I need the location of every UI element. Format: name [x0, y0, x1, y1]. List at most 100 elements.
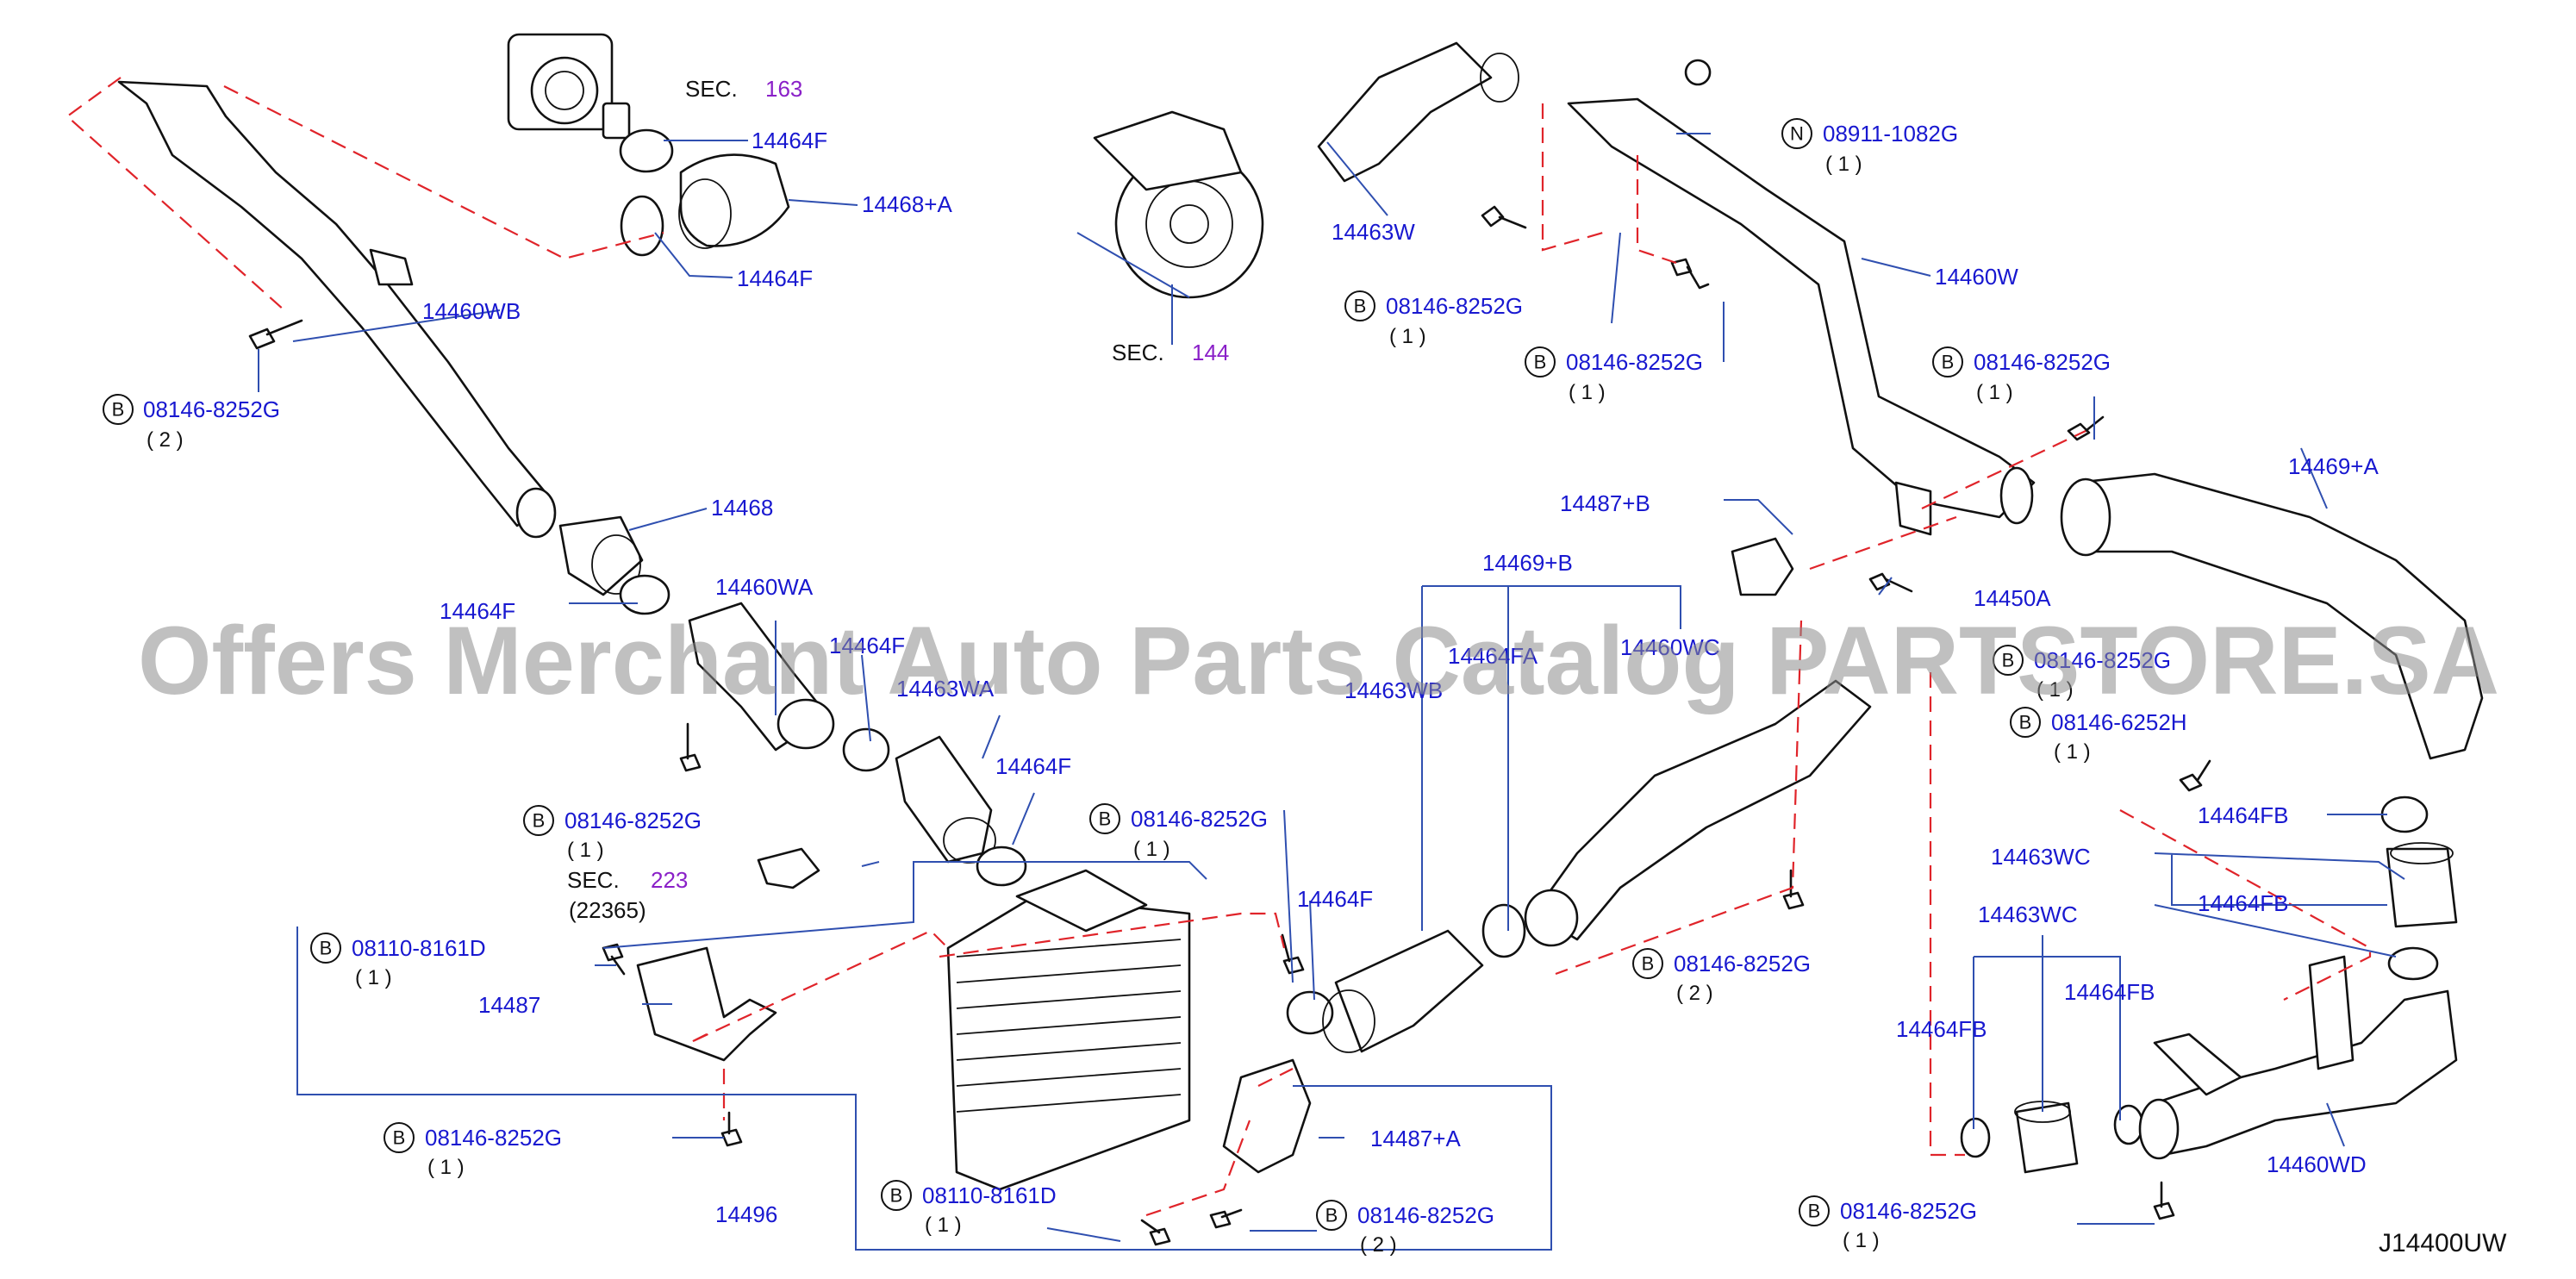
pipe-14469a: [2075, 472, 2484, 760]
bolt-icon: [1209, 1208, 1243, 1229]
part-label: 14464FB: [2064, 979, 2155, 1005]
part-label: 14463WA: [896, 676, 995, 702]
sec163-prefix: SEC.: [685, 76, 738, 102]
part-label: 14464F: [440, 598, 515, 624]
bolt-icon: [2153, 1181, 2175, 1220]
section-refs: SEC. 163 SEC. 144 SEC. 223 (22365): [567, 76, 1229, 923]
part-labels: 14464F 14468+A 14464F 14460WB 14468 1446…: [422, 128, 2379, 1227]
throttle-body: [507, 33, 631, 140]
svg-text:B: B: [112, 399, 125, 421]
svg-text:08146-8252G: 08146-8252G: [1357, 1202, 1494, 1228]
part-label: 14463W: [1332, 219, 1415, 245]
fastener-callout: B 08110-8161D ( 1 ): [881, 1180, 1057, 1237]
bracket-14460wd: [2308, 955, 2355, 1070]
part-label: 14469+A: [2288, 453, 2379, 479]
svg-text:08146-8252G: 08146-8252G: [1566, 349, 1703, 375]
bolt-icon: [1481, 205, 1527, 229]
part-label: 14450A: [1974, 585, 2051, 611]
clamp-14464f-e: [976, 845, 1027, 887]
svg-text:08146-8252G: 08146-8252G: [143, 396, 280, 422]
sec223-prefix: SEC.: [567, 867, 620, 893]
part-label: 14464F: [1297, 886, 1373, 912]
sensor-sec223: [757, 847, 820, 889]
clamp-14464f-a: [619, 128, 674, 173]
fastener-callout: B 08146-8252G ( 1 ): [1525, 346, 1703, 404]
part-label: 14464F: [995, 753, 1071, 779]
svg-text:B: B: [1354, 296, 1367, 317]
part-label: 14460WD: [2267, 1151, 2367, 1177]
part-label: 14487+B: [1560, 490, 1650, 516]
svg-text:( 2 ): ( 2 ): [1676, 982, 1713, 1005]
svg-text:( 1 ): ( 1 ): [2036, 678, 2074, 702]
svg-text:08110-8161D: 08110-8161D: [922, 1182, 1057, 1208]
hose-14463wc-b: [2015, 1101, 2079, 1174]
svg-text:( 1 ): ( 1 ): [427, 1156, 465, 1179]
fastener-callout: B 08146-6252H ( 1 ): [2010, 707, 2187, 764]
fastener-callout: B 08146-8252G ( 1 ): [1344, 290, 1523, 348]
bolt-icon: [248, 319, 303, 350]
sec223-number: 223: [651, 867, 688, 893]
clamp-14464fb-b: [2387, 946, 2439, 981]
part-label: 14463WC: [1978, 902, 2078, 927]
svg-text:B: B: [320, 938, 333, 959]
bracket-14487: [636, 946, 777, 1062]
badge: [1316, 1200, 1347, 1231]
fastener-callout: B 08146-8252G ( 2 ): [1632, 948, 1811, 1005]
badge: [384, 1122, 415, 1153]
turbocharger: [1093, 110, 1264, 299]
part-label: 14468+A: [862, 191, 952, 217]
svg-text:( 1 ): ( 1 ): [567, 839, 604, 862]
part-label: 14487: [478, 992, 540, 1018]
fastener-callouts: B 08146-8252G ( 2 ) N 08911-1082G ( 1 ) …: [103, 118, 2187, 1257]
bolt-icon: [2067, 415, 2105, 441]
badge: [1525, 346, 1556, 377]
watermark: Offers Merchant Auto Parts Catalog PARTS…: [138, 607, 2499, 714]
elbow-14468a: [679, 153, 790, 247]
svg-text:( 1 ): ( 1 ): [925, 1213, 962, 1237]
svg-text:B: B: [1534, 352, 1547, 373]
clamp-14464f-b: [620, 195, 664, 257]
svg-text:( 1 ): ( 1 ): [1825, 153, 1862, 176]
part-label: 14460WA: [715, 574, 814, 600]
part-label: 14469+B: [1482, 550, 1573, 576]
part-label: 14464FB: [1896, 1016, 1987, 1042]
badge: [1799, 1195, 1830, 1226]
fastener-callout: B 08146-8252G ( 2 ): [1316, 1200, 1494, 1257]
bolt-icon: [720, 1111, 743, 1147]
diagram-code: J14400UW: [2379, 1229, 2507, 1257]
part-label: 14464F: [752, 128, 827, 153]
bolt-icon: [1782, 869, 1805, 910]
pipe-14460wd: [2153, 989, 2458, 1157]
clamp-14464fa: [1481, 903, 1526, 958]
svg-text:08146-8252G: 08146-8252G: [564, 808, 702, 833]
svg-text:08146-8252G: 08146-8252G: [1386, 293, 1523, 319]
badge: [1089, 803, 1120, 834]
bolt-icon: [602, 943, 626, 976]
bracket-14460wb: [369, 248, 414, 286]
svg-text:B: B: [1325, 1205, 1338, 1226]
hose-14463wc-a: [2386, 847, 2458, 928]
parts-drawings: [117, 33, 2484, 1246]
svg-text:08146-8252G: 08146-8252G: [425, 1125, 562, 1151]
clamp-14464fb-a: [2380, 795, 2429, 833]
fastener-callout: N 08911-1082G ( 1 ): [1781, 118, 1958, 176]
svg-text:( 1 ): ( 1 ): [1976, 381, 2013, 404]
badge: [1993, 645, 2024, 676]
svg-text:( 2 ): ( 2 ): [1360, 1233, 1397, 1257]
part-label: 14464FB: [2198, 802, 2289, 828]
fastener-callout: B 08110-8161D ( 1 ): [310, 933, 486, 989]
fastener-callout: B 08146-8252G ( 1 ): [1993, 645, 2171, 702]
svg-text:B: B: [2002, 650, 2015, 671]
intercooler-14496: [946, 869, 1191, 1191]
part-label: 14496: [715, 1201, 777, 1227]
svg-text:08146-8252G: 08146-8252G: [1131, 806, 1268, 832]
part-label: 14460WC: [1620, 634, 1720, 660]
pipe-14460wb-end: [515, 487, 557, 539]
clamp-14464f-d: [842, 727, 890, 772]
badge: [881, 1180, 912, 1211]
svg-text:B: B: [1942, 352, 1955, 373]
fastener-callout: B 08146-8252G ( 1 ): [1089, 803, 1268, 861]
bolt-icon: [2179, 759, 2211, 792]
badge: [2010, 707, 2041, 738]
svg-text:08146-8252G: 08146-8252G: [1674, 951, 1811, 976]
